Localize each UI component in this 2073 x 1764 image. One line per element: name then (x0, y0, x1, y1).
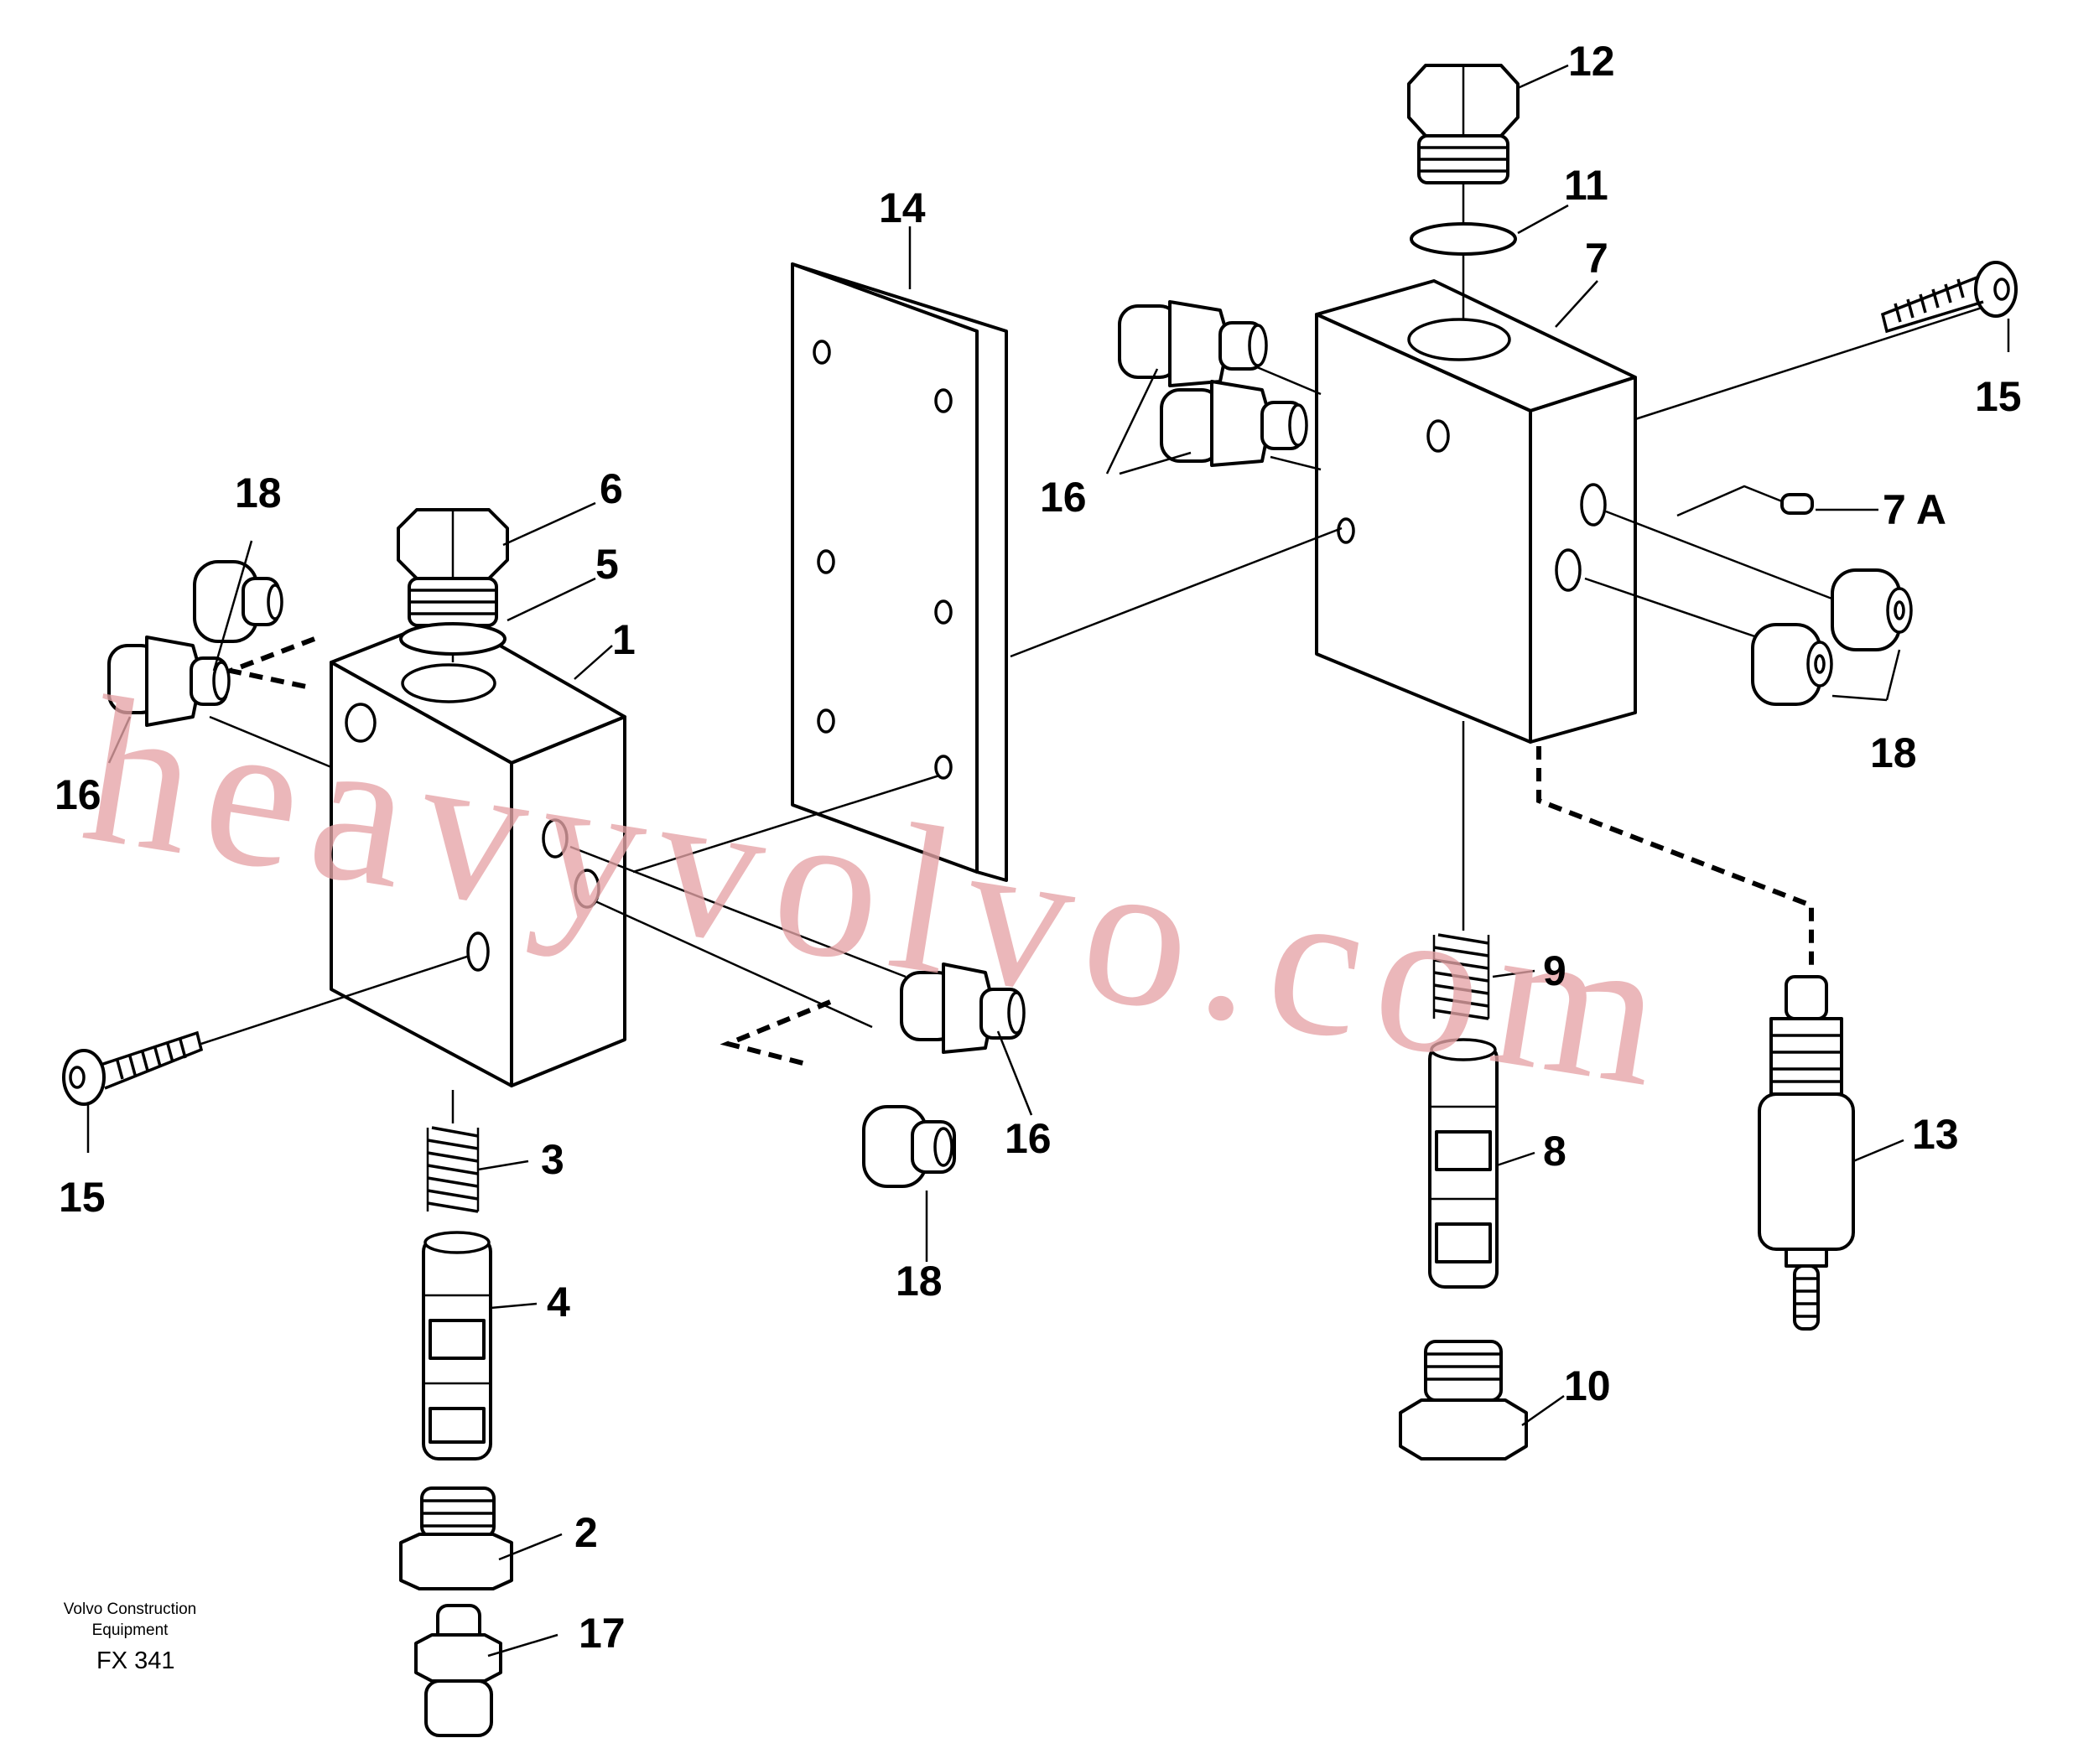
part-3-spring (426, 1126, 480, 1213)
part-11-o-ring (1410, 222, 1517, 256)
callout-leaders (86, 64, 2010, 1658)
callout-label: 5 (595, 541, 619, 588)
callout-label: 16 (55, 771, 101, 818)
part-12-plug (1407, 64, 1520, 184)
callout-label: 18 (1870, 729, 1917, 776)
part-15-screw (1880, 261, 2018, 334)
callout-label: 8 (1543, 1128, 1566, 1175)
callout-label: 4 (547, 1279, 570, 1326)
callout-label: 15 (1975, 373, 2022, 420)
part-18-plug (1751, 623, 1833, 706)
caption-company: Volvo Construction (64, 1601, 196, 1618)
part-13-cartridge (1758, 975, 1855, 1331)
part-14-plate (791, 262, 1008, 882)
part-7-valve-block (1315, 279, 1637, 744)
part-4-spool (422, 1231, 492, 1460)
callout-label: 13 (1912, 1111, 1959, 1158)
part-9-spring (1432, 933, 1490, 1020)
part-17-fitting (414, 1604, 502, 1737)
part-16-union (107, 636, 231, 727)
callout-labels: 1 2 3 4 5 6 7 7 A 8 9 10 11 12 13 14 15 … (55, 38, 2022, 1657)
part-10-plug (1399, 1340, 1528, 1460)
figure-code: FX 341 (96, 1647, 175, 1674)
callout-label: 11 (1564, 162, 1608, 209)
callout-label: 16 (1005, 1115, 1052, 1162)
part-18-plug (862, 1105, 956, 1188)
part-5-o-ring (399, 622, 507, 656)
callout-label: 7 (1585, 235, 1608, 282)
callout-label: 9 (1543, 947, 1566, 994)
part-1-valve-block (330, 615, 626, 1087)
part-6-plug (397, 508, 509, 627)
callout-label: 16 (1040, 474, 1087, 521)
callout-label: 3 (541, 1136, 564, 1183)
callout-label: 14 (879, 184, 926, 231)
part-16-union (1118, 300, 1268, 387)
callout-label: 17 (579, 1610, 626, 1657)
part-18-plug (1831, 568, 1913, 651)
part-16-union (900, 962, 1026, 1054)
assembly-lines (200, 168, 2001, 1123)
part-16-union (1160, 380, 1308, 467)
callout-label: 18 (896, 1258, 943, 1305)
callout-label: 6 (600, 465, 623, 512)
part-2-plug (399, 1486, 513, 1590)
callout-label: 1 (612, 616, 636, 663)
callout-label: 15 (59, 1174, 106, 1221)
part-15-screw (62, 1030, 204, 1106)
caption-block: Volvo Construction Equipment FX 341 (64, 1601, 196, 1674)
part-18-plug (193, 560, 283, 643)
caption-equipment: Equipment (92, 1621, 169, 1639)
callout-label: 12 (1568, 38, 1615, 85)
callout-label: 10 (1564, 1362, 1611, 1409)
callout-label: 7 A (1883, 486, 1946, 533)
callout-label: 18 (235, 470, 282, 516)
part-7a-pin (1780, 493, 1814, 515)
callout-label: 2 (574, 1509, 598, 1556)
